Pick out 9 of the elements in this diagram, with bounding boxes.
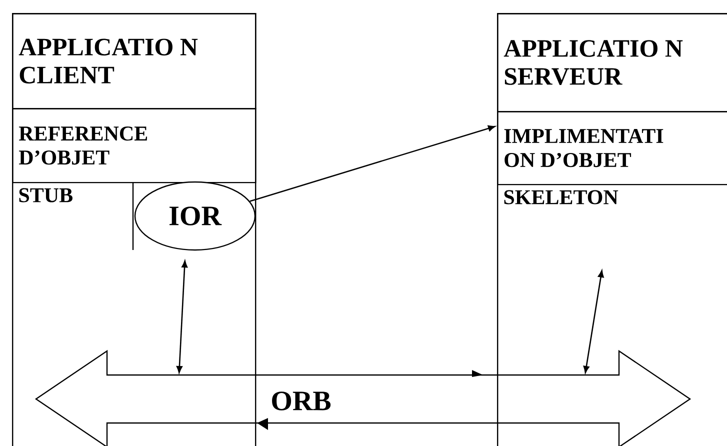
arrow [583, 270, 604, 374]
text-cell: IMPLIMENTATI ON D’OBJET [497, 111, 727, 186]
cell-label: STUB [19, 188, 72, 202]
arrow [250, 125, 496, 202]
text-cell: APPLICATIO N SERVEUR [497, 13, 727, 112]
text-cell: APPLICATIO N CLIENT [12, 13, 256, 110]
arrow [176, 260, 188, 374]
cell-label: SKELETON [504, 190, 618, 204]
text-cell: REFERENCE D’OBJET [12, 108, 256, 184]
